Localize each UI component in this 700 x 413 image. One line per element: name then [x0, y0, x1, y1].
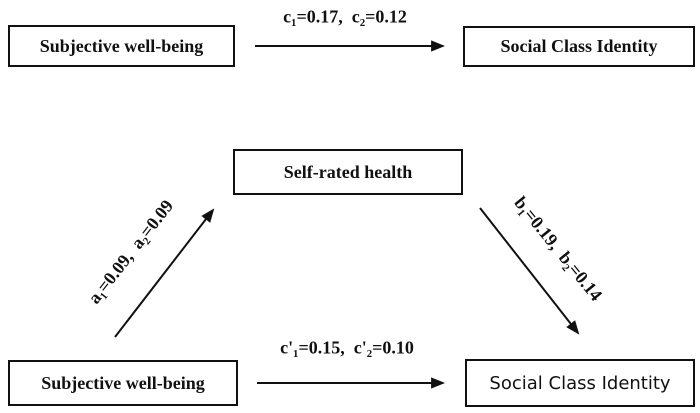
a-path-arrow — [114, 208, 215, 338]
box-label: Subjective well-being — [41, 372, 205, 393]
box-label: Self-rated health — [283, 161, 413, 182]
c-path-coefficients: c₁=0.17, c₂=0.12 — [283, 6, 407, 27]
box-label: Social Class Identity — [500, 36, 658, 56]
box-subjective-well-being-direct: Subjective well-being — [8, 25, 235, 67]
box-social-class-identity-direct: Social Class Identity — [463, 26, 695, 67]
box-label: Social Class Identity — [489, 372, 671, 394]
box-label: Subjective well-being — [39, 35, 204, 56]
b-path-arrow — [479, 207, 580, 335]
box-social-class-identity-mediation: Social Class Identity — [465, 359, 695, 407]
c-prime-path-coefficients: c'₁=0.15, c'₂=0.10 — [280, 337, 414, 358]
box-self-rated-health: Self-rated health — [233, 149, 463, 195]
box-subjective-well-being-mediation: Subjective well-being — [8, 360, 238, 406]
